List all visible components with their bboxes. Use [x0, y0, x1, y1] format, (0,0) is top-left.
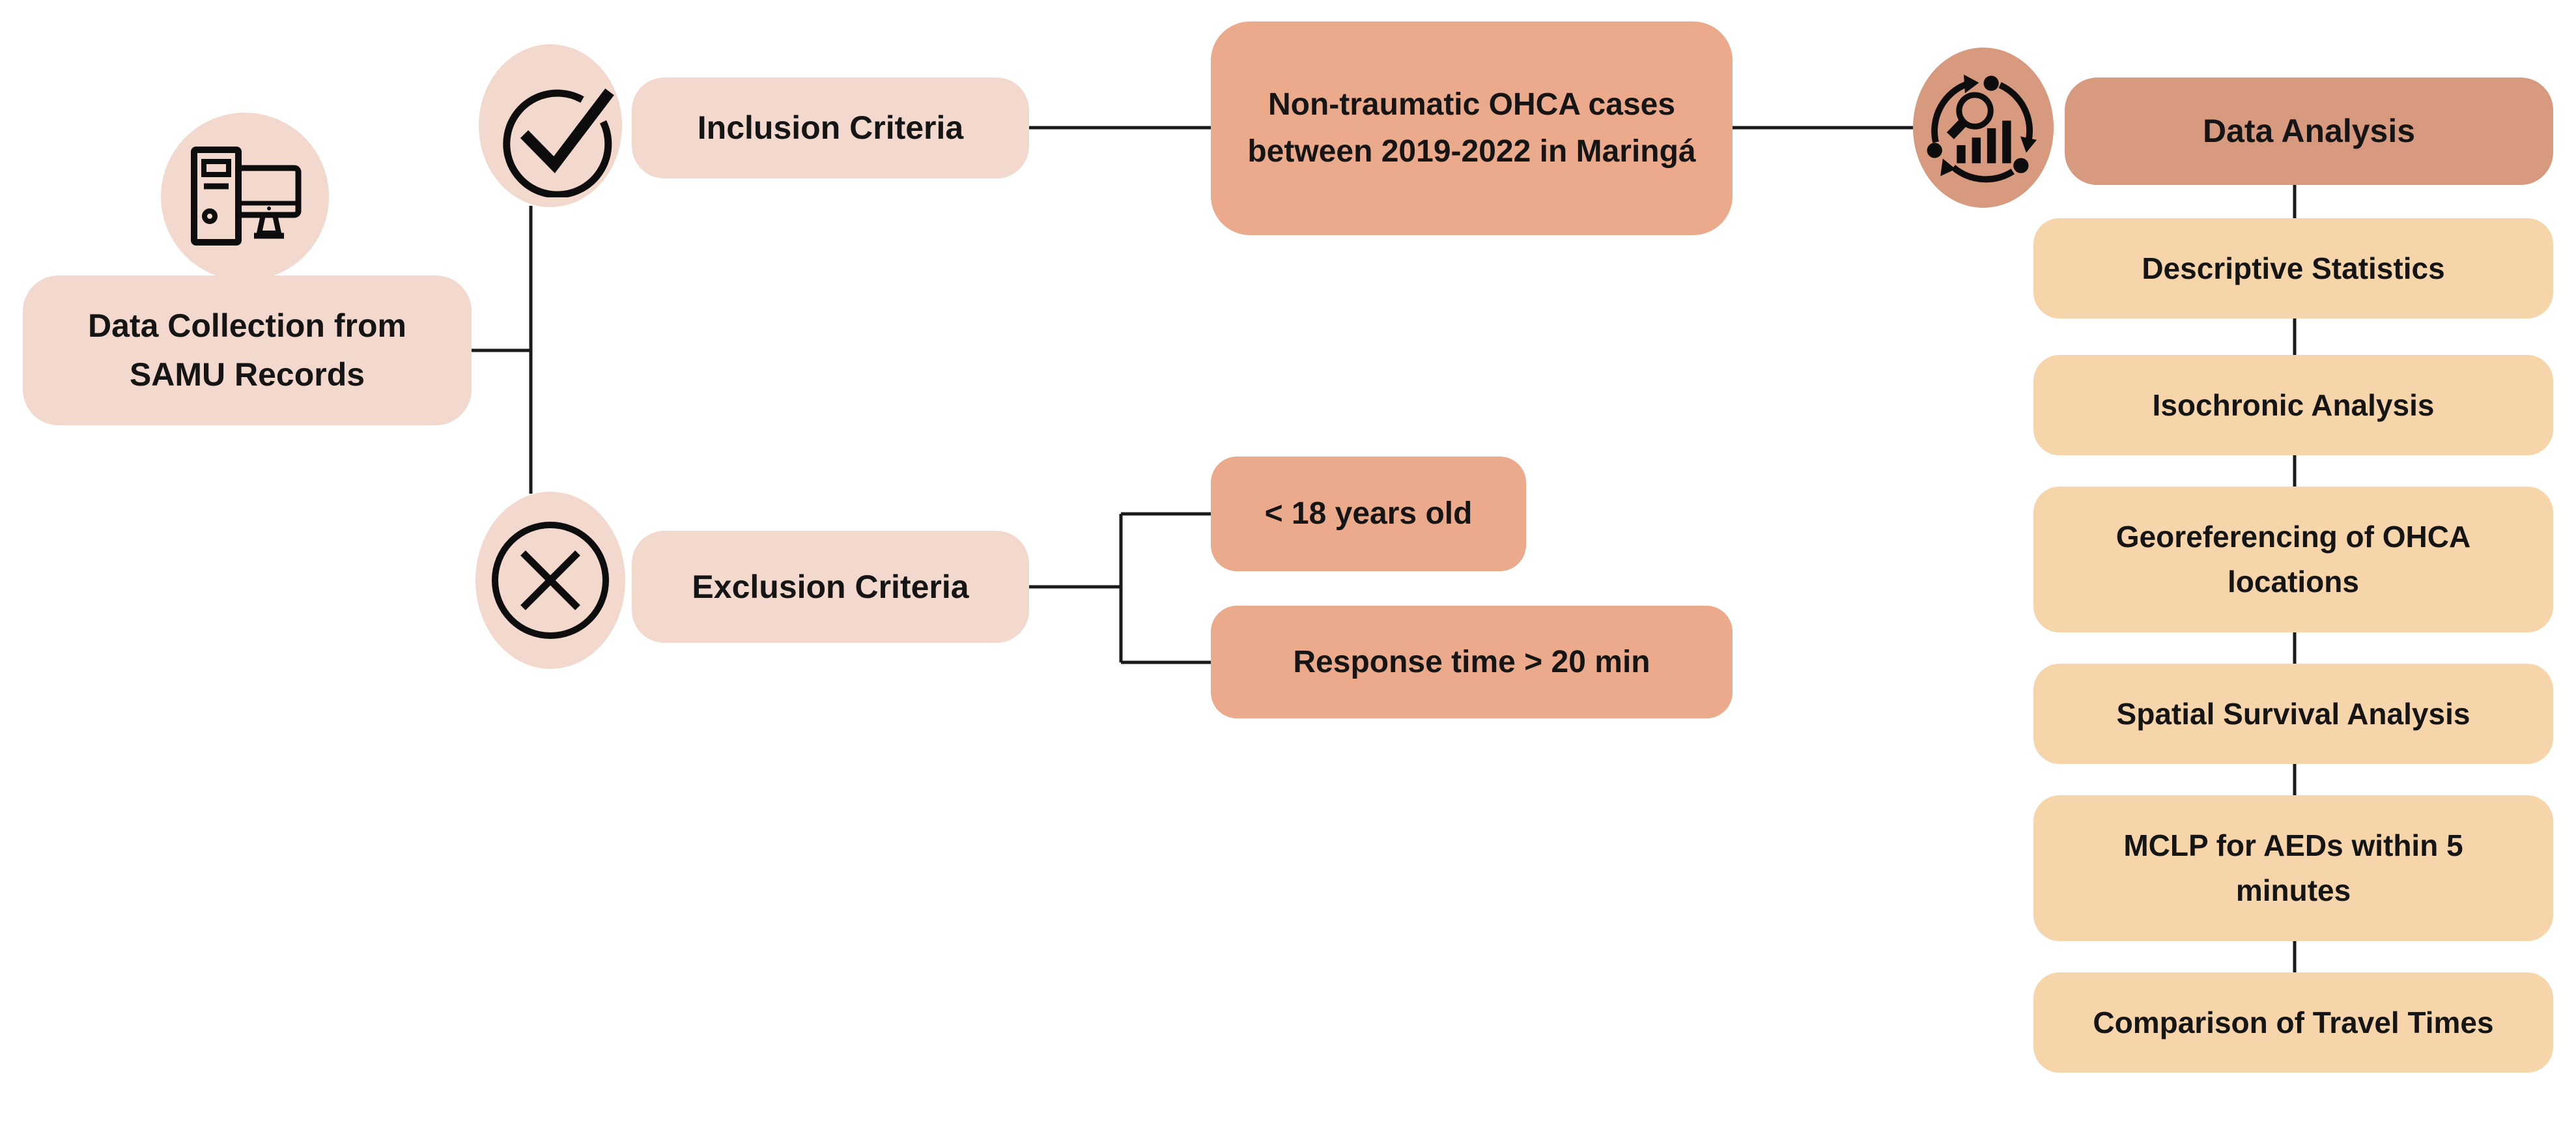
analysis-step-label: Comparison of Travel Times: [2093, 1005, 2494, 1039]
inclusion-criteria-pill: Inclusion Criteria: [632, 78, 1029, 178]
data-collection-icon-badge: [161, 113, 329, 281]
analysis-step-label: Spatial Survival Analysis: [2116, 696, 2470, 731]
inclusion-outcome-label: Non-traumatic OHCA cases between 2019-20…: [1247, 87, 1696, 169]
inclusion-criteria-label: Inclusion Criteria: [697, 109, 964, 146]
inclusion-outcome-box: Non-traumatic OHCA cases between 2019-20…: [1211, 21, 1733, 235]
analysis-step-label: Descriptive Statistics: [2142, 251, 2445, 285]
exclusion-criteria-pill: Exclusion Criteria: [632, 531, 1029, 643]
exclusion-icon-badge: [475, 492, 625, 669]
analysis-step-label: Isochronic Analysis: [2152, 388, 2435, 422]
data-analysis-icon-badge: [1913, 48, 2054, 208]
inclusion-icon-badge: [479, 44, 622, 207]
analysis-step-box: Descriptive Statistics: [2033, 218, 2553, 318]
analysis-step-box: Spatial Survival Analysis: [2033, 664, 2553, 764]
exclusion-item-label: Response time > 20 min: [1293, 644, 1650, 679]
analysis-step-label: Georeferencing of OHCA locations: [2116, 520, 2471, 599]
data-analysis-icon: [1914, 55, 2054, 201]
data-analysis-pill: Data Analysis: [2065, 78, 2553, 185]
data-analysis-label: Data Analysis: [2202, 113, 2416, 149]
analysis-step-label: MCLP for AEDs within 5 minutes: [2123, 828, 2463, 907]
analysis-step-box: Comparison of Travel Times: [2033, 972, 2553, 1073]
exclusion-item-box: Response time > 20 min: [1211, 606, 1733, 718]
computer-icon: [186, 145, 304, 249]
analysis-step-box: Georeferencing of OHCA locations: [2033, 487, 2553, 632]
analysis-step-box: Isochronic Analysis: [2033, 355, 2553, 455]
data-collection-box: Data Collection from SAMU Records: [23, 275, 472, 425]
exclusion-criteria-label: Exclusion Criteria: [692, 568, 969, 605]
exclusion-item-label: < 18 years old: [1264, 496, 1473, 531]
analysis-step-box: MCLP for AEDs within 5 minutes: [2033, 795, 2553, 941]
x-circle-icon: [488, 518, 612, 642]
check-circle-icon: [485, 54, 616, 197]
data-collection-label: Data Collection from SAMU Records: [88, 307, 406, 393]
exclusion-item-box: < 18 years old: [1211, 457, 1526, 571]
